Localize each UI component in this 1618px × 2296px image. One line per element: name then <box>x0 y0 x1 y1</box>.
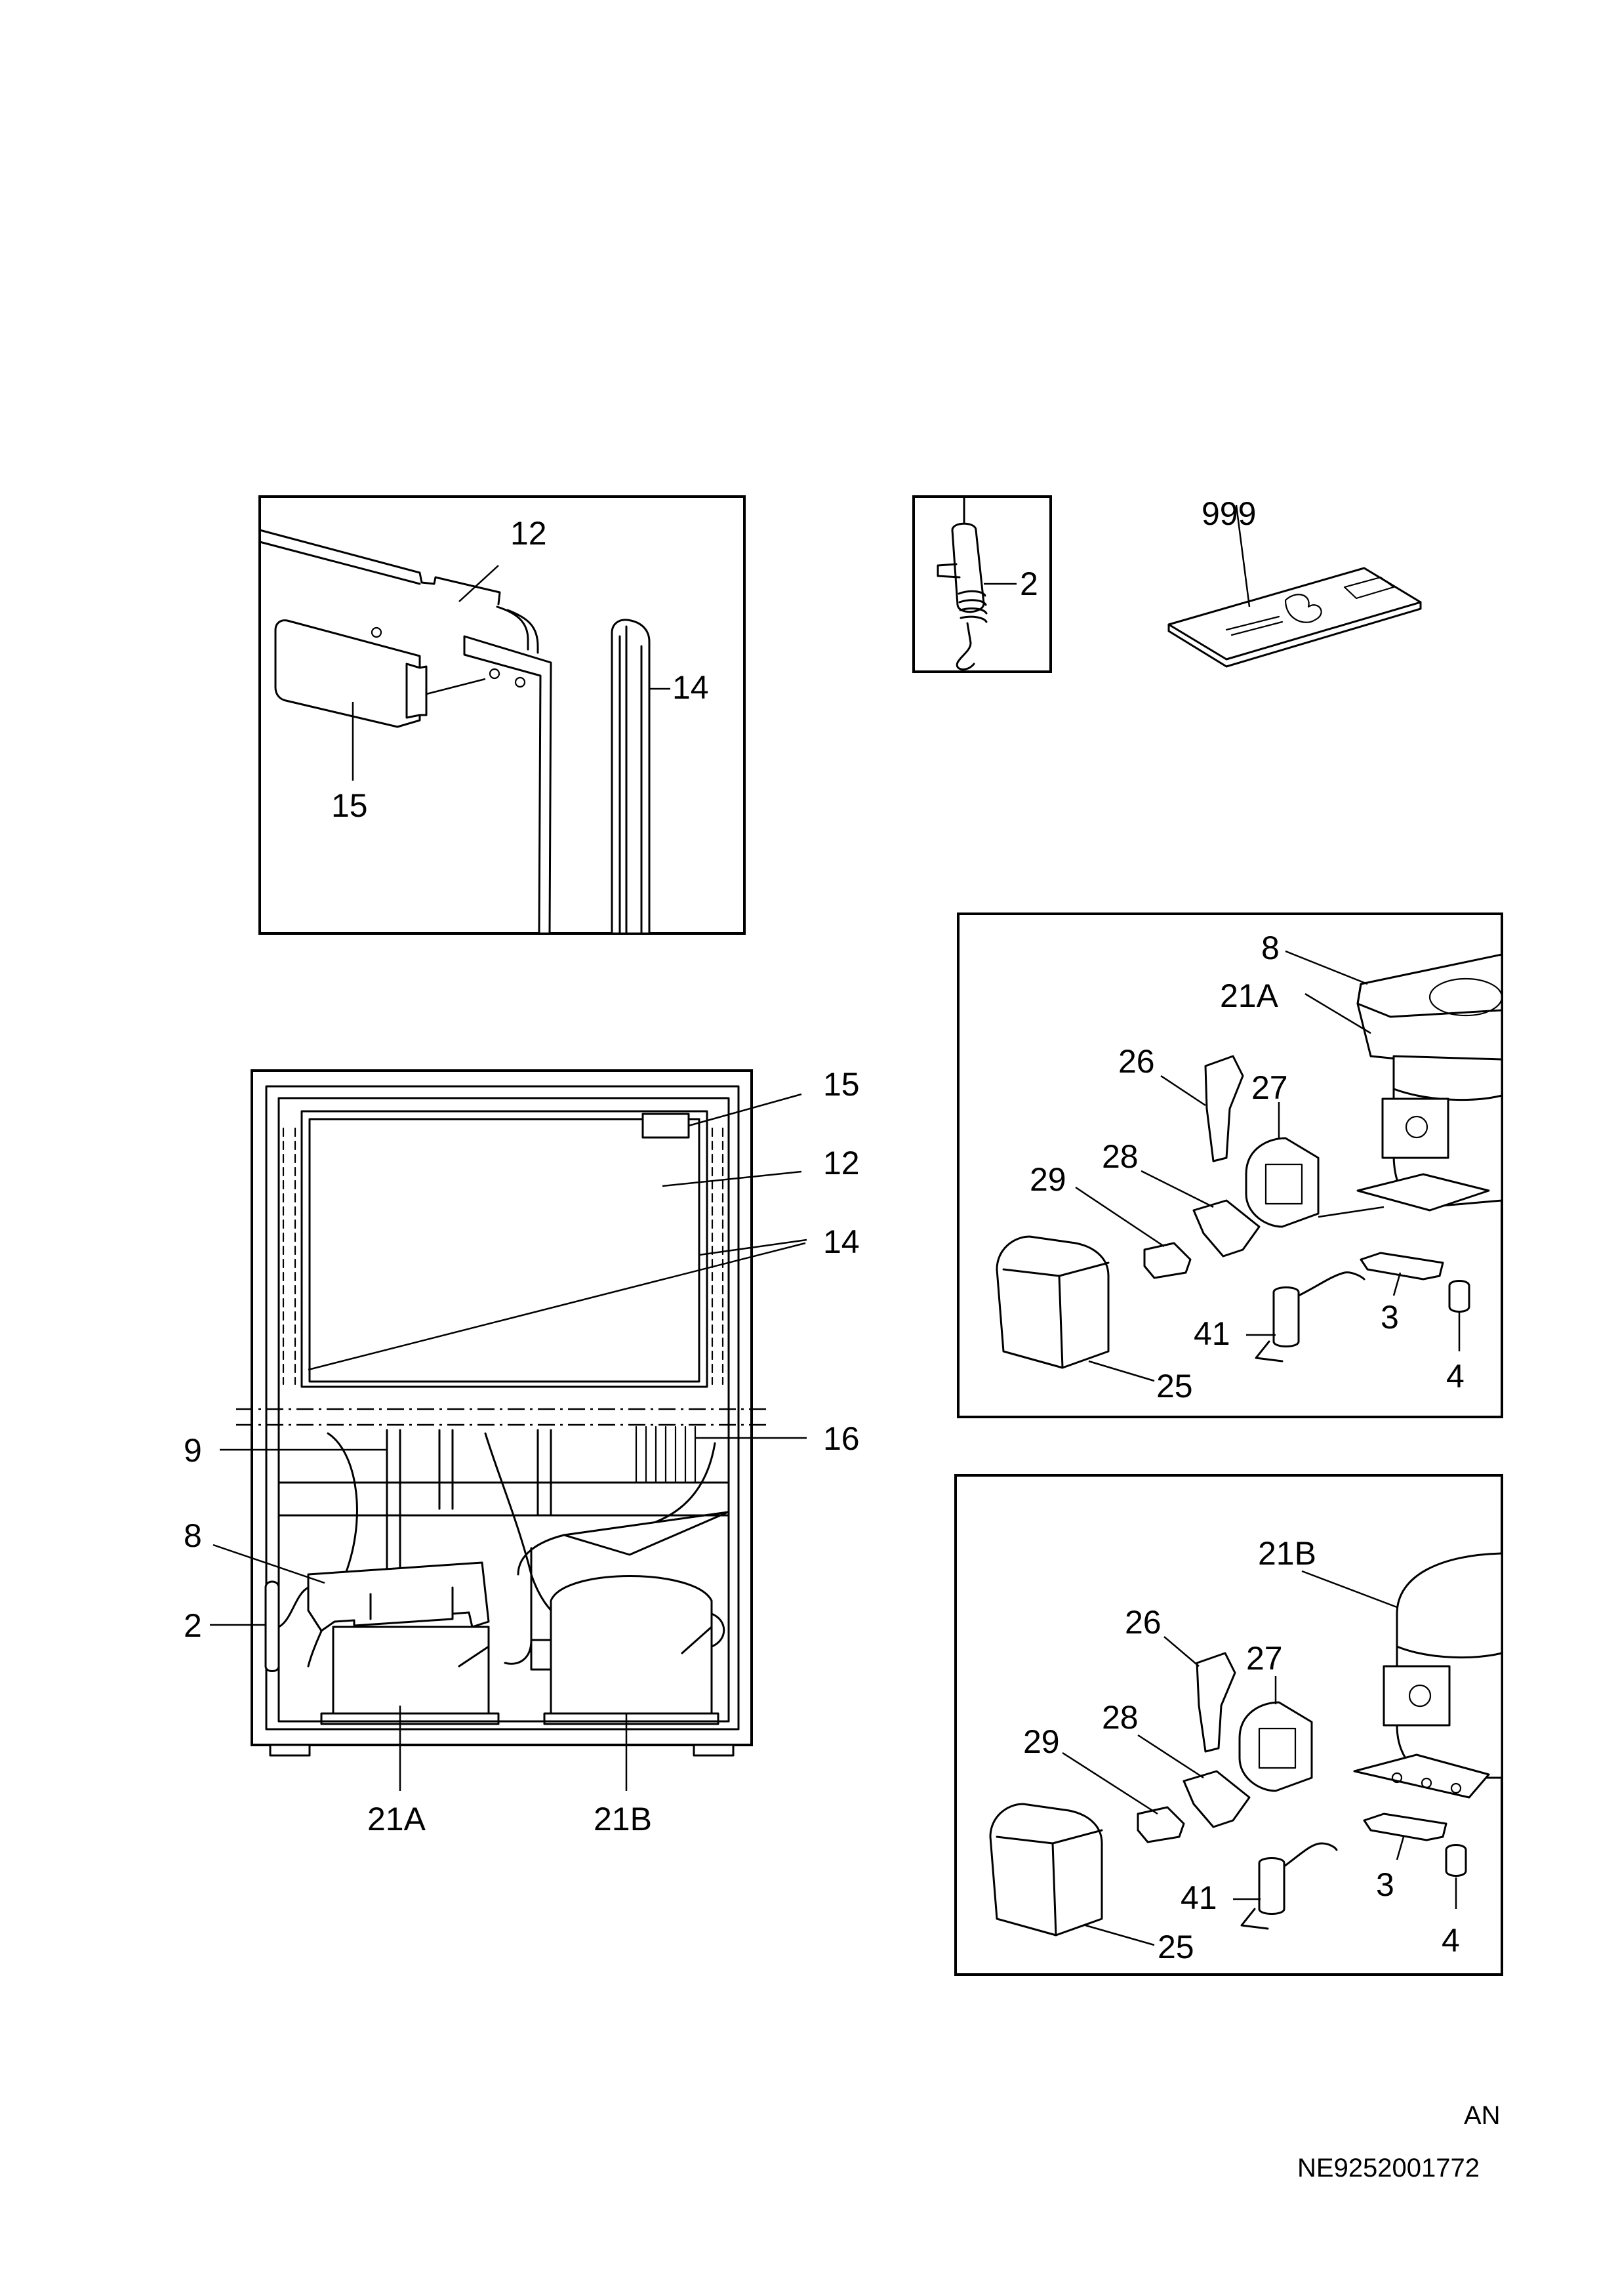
cabinet-callout-2: 2 <box>184 1607 202 1644</box>
comp-a-callout-21a: 21A <box>1220 977 1279 1014</box>
comp-a-callout-25: 25 <box>1156 1368 1193 1404</box>
comp-a-callout-3: 3 <box>1381 1299 1399 1336</box>
cabinet-callout-16: 16 <box>823 1420 860 1457</box>
compressor-a-exploded-panel: 8 21A 26 27 28 29 41 3 4 25 <box>957 912 1503 1418</box>
spring-callout-2: 2 <box>1020 565 1038 602</box>
cabinet-callout-9: 9 <box>184 1432 202 1469</box>
cabinet-callout-12: 12 <box>823 1145 860 1181</box>
comp-a-callout-8: 8 <box>1261 930 1280 966</box>
cabinet-callout-15: 15 <box>823 1066 860 1103</box>
comp-b-callout-29: 29 <box>1023 1723 1060 1760</box>
comp-a-callout-28: 28 <box>1102 1138 1139 1175</box>
instruction-manual: 999 <box>1167 495 1422 668</box>
comp-a-callout-41: 41 <box>1194 1315 1230 1352</box>
cabinet-callout-8: 8 <box>184 1517 202 1554</box>
comp-b-callout-21b: 21B <box>1258 1535 1316 1572</box>
cabinet-callout-14: 14 <box>823 1223 860 1260</box>
comp-a-callout-4: 4 <box>1446 1358 1465 1395</box>
comp-b-callout-26: 26 <box>1125 1604 1162 1641</box>
door-callout-12: 12 <box>510 515 547 552</box>
cabinet-rear-panel: 15 12 14 16 9 8 2 21A 21B <box>184 1066 860 1837</box>
comp-b-callout-4: 4 <box>1442 1922 1460 1959</box>
compressor-b-exploded-panel: 21B 26 27 28 29 41 3 4 25 <box>954 1474 1503 1976</box>
comp-a-callout-27: 27 <box>1251 1069 1288 1106</box>
comp-a-callout-29: 29 <box>1030 1161 1066 1198</box>
comp-b-callout-41: 41 <box>1181 1879 1217 1916</box>
comp-a-callout-26: 26 <box>1118 1043 1155 1080</box>
cabinet-callout-21b: 21B <box>594 1801 652 1837</box>
comp-b-callout-25: 25 <box>1158 1929 1194 1965</box>
cabinet-callout-21a: 21A <box>367 1801 426 1837</box>
door-detail-panel: 12 14 15 <box>258 495 746 935</box>
part-number: NE9252001772 <box>1297 2154 1480 2183</box>
door-callout-14: 14 <box>672 669 709 706</box>
spring-detail-panel: 2 <box>912 495 1052 673</box>
comp-b-callout-27: 27 <box>1246 1640 1283 1677</box>
footer-code: AN <box>1464 2101 1501 2130</box>
comp-b-callout-28: 28 <box>1102 1699 1139 1736</box>
manual-callout-999: 999 <box>1202 495 1256 532</box>
comp-b-callout-3: 3 <box>1376 1866 1394 1903</box>
door-callout-15: 15 <box>331 787 368 824</box>
